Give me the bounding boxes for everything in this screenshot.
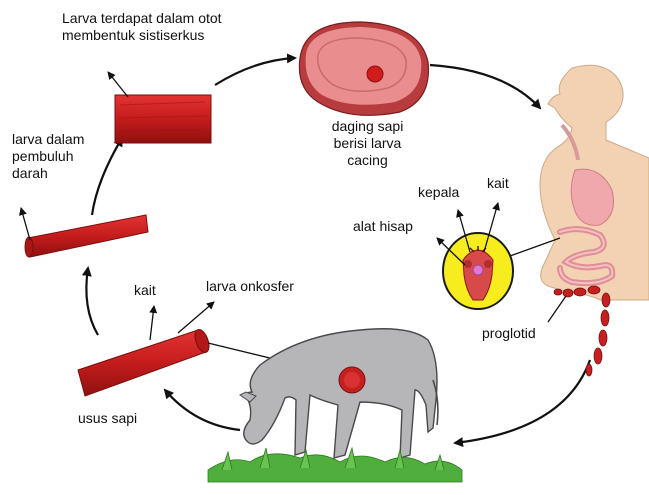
label-hook-bottom: kait xyxy=(134,282,156,299)
pointer-vessel xyxy=(21,208,30,240)
human-body-icon xyxy=(540,65,649,300)
label-sistiserkus: Larva terdapat dalam otot membentuk sist… xyxy=(62,10,222,44)
pointer-hook-bottom xyxy=(150,306,154,340)
label-cow-intestine: usus sapi xyxy=(78,410,137,427)
arrow-vessel-to-muscle xyxy=(92,138,122,215)
label-head: kepala xyxy=(418,184,459,201)
label-proglottid: proglotid xyxy=(482,325,536,342)
meat-icon xyxy=(299,22,428,115)
arrow-intestine-to-vessel xyxy=(86,268,98,335)
scolex-icon xyxy=(443,233,513,309)
pointer-muscle xyxy=(108,72,128,97)
pointer-oncosphere xyxy=(178,302,214,333)
arrow-muscle-to-meat xyxy=(215,58,295,85)
label-hook-top: kait xyxy=(487,175,509,192)
intestine-icon xyxy=(78,328,212,396)
arrow-human-to-cow xyxy=(455,360,590,443)
pointer-proglottid xyxy=(548,296,566,322)
cow-icon xyxy=(240,329,438,458)
label-blood-vessel: larva dalam pembuluh darah xyxy=(12,131,84,182)
label-sucker: alat hisap xyxy=(353,218,413,235)
muscle-tissue-icon xyxy=(115,95,211,143)
arrow-cow-to-intestine xyxy=(165,390,240,430)
label-meat: daging sapi berisi larva cacing xyxy=(300,118,435,169)
arrow-meat-to-human xyxy=(430,65,540,108)
label-oncosphere: larva onkosfer xyxy=(206,278,294,295)
blood-vessel-icon xyxy=(25,215,148,257)
